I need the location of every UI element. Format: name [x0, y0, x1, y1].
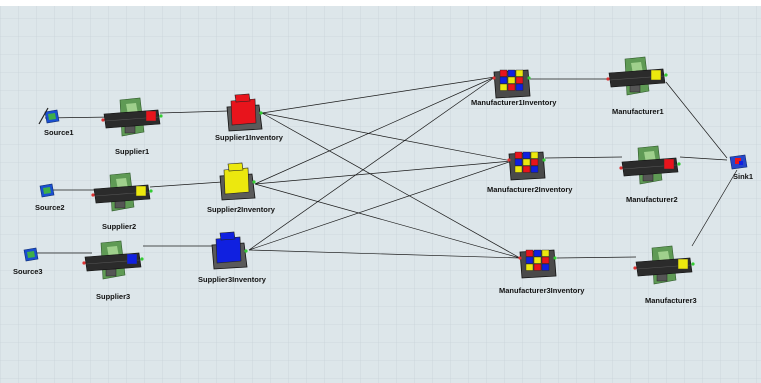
supplier3-inventory[interactable]	[211, 231, 248, 270]
manufacturer1[interactable]	[606, 56, 668, 96]
supplier1-inventory[interactable]	[226, 93, 263, 132]
label-manufacturer3: Manufacturer3	[645, 296, 697, 305]
label-supplier3: Supplier3	[96, 292, 131, 301]
manufacturer1-inventory[interactable]	[492, 69, 531, 99]
label-manufacturer1: Manufacturer1	[612, 107, 664, 116]
source1[interactable]	[44, 109, 60, 124]
flow-item	[677, 258, 689, 270]
supplier2[interactable]	[91, 172, 153, 212]
flow-item	[650, 69, 662, 81]
supplier3[interactable]	[82, 240, 144, 280]
label-supplier1-inventory: Supplier1Inventory	[215, 133, 283, 142]
label-manufacturer2-inventory: Manufacturer2Inventory	[487, 185, 573, 194]
sink1[interactable]	[729, 154, 748, 170]
flow-item	[126, 253, 138, 265]
label-manufacturer3-inventory: Manufacturer3Inventory	[499, 286, 585, 295]
flow-item	[135, 185, 147, 197]
label-supplier1: Supplier1	[115, 147, 150, 156]
manufacturer2-inventory[interactable]	[507, 151, 546, 181]
label-supplier3-inventory: Supplier3Inventory	[198, 275, 266, 284]
supplier1[interactable]	[101, 97, 163, 137]
source3[interactable]	[23, 247, 39, 262]
label-source3: Source3	[13, 267, 43, 276]
label-supplier2: Supplier2	[102, 222, 137, 231]
label-manufacturer2: Manufacturer2	[626, 195, 678, 204]
source2[interactable]	[39, 183, 55, 198]
manufacturer3-inventory[interactable]	[518, 249, 557, 279]
manufacturer2[interactable]	[619, 145, 681, 185]
manufacturer3[interactable]	[633, 245, 695, 285]
label-source1: Source1	[44, 128, 74, 137]
supplier2-inventory[interactable]	[219, 162, 256, 201]
label-manufacturer1-inventory: Manufacturer1Inventory	[471, 98, 557, 107]
flow-item	[663, 158, 675, 170]
label-supplier2-inventory: Supplier2Inventory	[207, 205, 275, 214]
flow-item	[145, 110, 157, 122]
label-source2: Source2	[35, 203, 65, 212]
label-sink1: Sink1	[733, 172, 754, 181]
